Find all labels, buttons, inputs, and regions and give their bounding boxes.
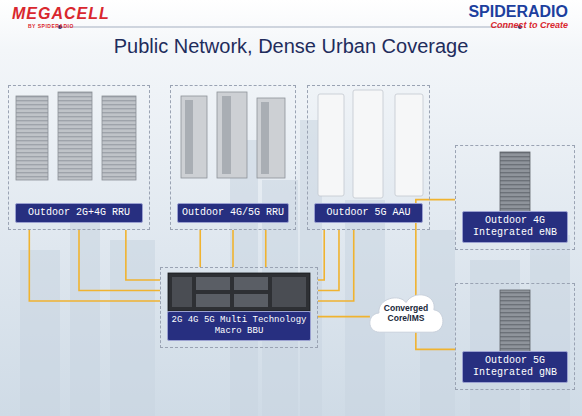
label-plate: Outdoor 2G+4G RRU (15, 203, 143, 223)
enb-body (500, 152, 530, 214)
fiber-link (200, 230, 266, 267)
rru-unit (16, 96, 48, 180)
rru-unit (58, 92, 92, 180)
core-cloud: Converged Core/IMS (365, 288, 447, 340)
cloud-outline (370, 295, 443, 332)
rru-fin-panel (185, 100, 193, 174)
node-label: Converged Core/IMS (378, 304, 434, 324)
node-label: Outdoor 5G AAU (318, 207, 419, 219)
gnb-group: Outdoor 5G Integrated gNB (455, 283, 575, 390)
brand-tagline: Connect to Create (490, 20, 568, 30)
brand-logo: SPIDERADIO (468, 3, 568, 21)
label-plate: Outdoor 4G/5G RRU (177, 203, 289, 223)
node-label: Outdoor 5G Integrated gNB (466, 355, 564, 379)
header-rule (58, 25, 522, 29)
label-plate: 2G 4G 5G Multi Technology Macro BBU (167, 311, 311, 341)
chassis-slot (172, 277, 192, 307)
node-label: Outdoor 4G Integrated eNB (466, 215, 564, 239)
rru-group: Outdoor 4G/5G RRU (170, 85, 296, 230)
chassis-slot (196, 277, 230, 290)
fiber-link (318, 230, 354, 301)
aau-group: Outdoor 5G AAU (307, 85, 430, 230)
bbu-chassis (168, 273, 310, 311)
brand-logo: MEGACELL (12, 5, 110, 23)
node-label: Outdoor 2G+4G RRU (19, 207, 139, 219)
label-plate: Outdoor 5G AAU (314, 203, 423, 223)
node-label: 2G 4G 5G Multi Technology Macro BBU (171, 315, 307, 337)
chassis-slot (272, 277, 306, 307)
fiber-link (416, 332, 455, 349)
rru-unit (102, 96, 136, 180)
gnb-body (500, 290, 530, 352)
city-skyline (20, 120, 570, 416)
chassis-body (168, 273, 310, 311)
rru-2g4g-units (16, 92, 136, 180)
rru-4g5g-units (181, 92, 285, 178)
rru-fin-panel (222, 96, 231, 174)
chassis-slot (196, 294, 230, 307)
chassis-slot (234, 294, 268, 307)
rru-fin-panel (261, 102, 269, 174)
label-plate: Outdoor 4G Integrated eNB (462, 211, 568, 243)
aau-unit (395, 94, 423, 196)
chassis-slot (234, 277, 268, 290)
enb-unit (500, 152, 530, 214)
rru-unit (257, 98, 285, 178)
aau-5g-units (318, 90, 423, 198)
fiber-link (318, 316, 370, 318)
aau-unit (353, 90, 383, 198)
brand-tagline: BY SPIDERADIO (28, 23, 74, 29)
gnb-unit (500, 290, 530, 352)
rru-group: Outdoor 2G+4G RRU (8, 85, 150, 230)
enb-group: Outdoor 4G Integrated eNB (455, 145, 575, 250)
bbu-group: 2G 4G 5G Multi Technology Macro BBU (160, 267, 318, 348)
label-plate: Outdoor 5G Integrated gNB (462, 351, 568, 383)
node-label: Outdoor 4G/5G RRU (181, 207, 285, 219)
fiber-link (29, 230, 160, 301)
aau-unit (318, 94, 344, 196)
rru-unit (181, 96, 207, 178)
rru-unit (217, 92, 247, 178)
diagram-title: Public Network, Dense Urban Coverage (0, 35, 582, 58)
